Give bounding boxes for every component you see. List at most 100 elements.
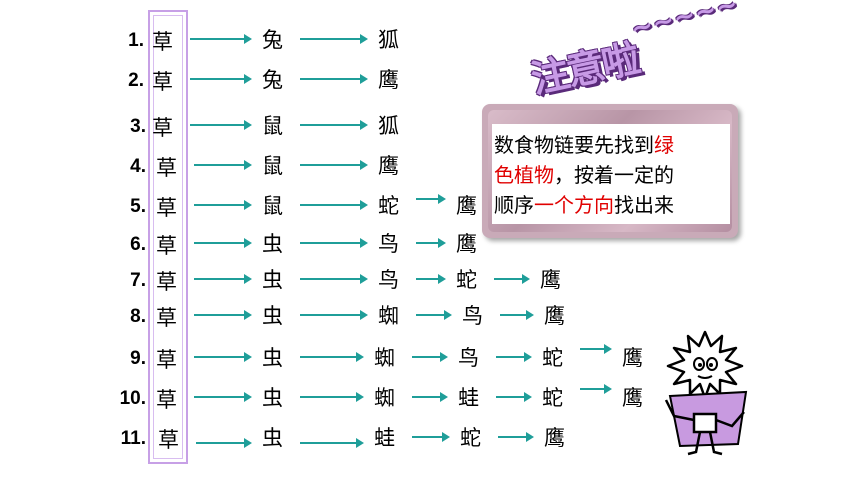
food-chain-arrow — [500, 310, 534, 320]
organism-label: 鸟 — [378, 232, 399, 256]
headline-tildes: ~~~~~ — [627, 0, 741, 45]
organism-label: 蜘 — [374, 386, 395, 410]
food-chain-arrow — [194, 274, 252, 284]
organism-label: 狐 — [378, 114, 399, 138]
food-chain-arrow — [194, 310, 252, 320]
organism-label: 蜘 — [378, 304, 399, 328]
food-chain-arrow — [496, 392, 532, 402]
note-line1-b: 绿 — [654, 133, 674, 157]
chain-number: 9. — [130, 348, 146, 369]
organism-label: 蛇 — [542, 386, 563, 410]
organism-label: 虫 — [262, 268, 283, 292]
producer-grass: 草 — [156, 348, 177, 372]
food-chain-arrow — [300, 120, 368, 130]
chain-number: 6. — [130, 234, 146, 255]
organism-label: 蜘 — [374, 346, 395, 370]
organism-label: 鸟 — [462, 304, 483, 328]
food-chain-arrow — [196, 438, 252, 448]
food-chain-arrow — [300, 310, 368, 320]
food-chain-arrow — [300, 238, 368, 248]
producer-grass: 草 — [156, 234, 177, 258]
headline-title: 注意啦 — [527, 36, 643, 102]
food-chain-arrow — [194, 352, 252, 362]
chain-number: 4. — [130, 156, 146, 177]
organism-label: 蛙 — [458, 386, 479, 410]
producer-grass: 草 — [152, 116, 173, 140]
organism-label: 蛙 — [374, 426, 395, 450]
producer-grass: 草 — [152, 70, 173, 94]
food-chain-arrow — [190, 74, 252, 84]
note-line3-c: 找出来 — [614, 193, 674, 217]
food-chain-arrow — [300, 74, 368, 84]
food-chain-arrow — [412, 392, 448, 402]
producer-grass: 草 — [156, 196, 177, 220]
organism-label: 蛇 — [378, 194, 399, 218]
note-text: 数食物链要先找到绿 色植物，按着一定的 顺序一个方向找出来 — [494, 130, 734, 220]
food-chain-arrow — [190, 34, 252, 44]
chain-number: 5. — [130, 196, 146, 217]
food-chain-arrow — [416, 194, 446, 204]
note-line3-a: 顺序 — [494, 193, 534, 217]
note-line2-a: 色植物 — [494, 163, 554, 187]
organism-label: 虫 — [262, 426, 283, 450]
organism-label: 虫 — [262, 304, 283, 328]
food-chain-arrow — [494, 274, 530, 284]
note-line2-b: ，按着一定的 — [554, 163, 674, 187]
food-chain-arrow — [580, 344, 612, 354]
organism-label: 鹰 — [378, 68, 399, 92]
organism-label: 鹰 — [456, 194, 477, 218]
chain-number: 3. — [130, 116, 146, 137]
note-line3-b: 一个方向 — [534, 193, 614, 217]
food-chain-arrow — [194, 200, 252, 210]
organism-label: 鼠 — [262, 114, 283, 138]
food-chain-arrow — [300, 34, 368, 44]
producer-grass: 草 — [158, 428, 179, 452]
producer-grass: 草 — [156, 306, 177, 330]
chain-number: 2. — [128, 70, 144, 91]
chain-number: 11. — [120, 428, 146, 449]
organism-label: 鹰 — [378, 154, 399, 178]
cartoon-character-icon — [664, 330, 748, 456]
note-panel — [492, 124, 730, 224]
producer-grass: 草 — [152, 30, 173, 54]
chain-number: 7. — [130, 270, 146, 291]
organism-label: 蛇 — [460, 426, 481, 450]
food-chain-arrow — [194, 238, 252, 248]
producer-grass: 草 — [156, 270, 177, 294]
producer-grass: 草 — [156, 156, 177, 180]
organism-label: 鹰 — [544, 426, 565, 450]
organism-label: 鹰 — [456, 232, 477, 256]
producer-grass: 草 — [156, 388, 177, 412]
organism-label: 狐 — [378, 28, 399, 52]
organism-label: 鼠 — [262, 154, 283, 178]
food-chain-arrow — [416, 274, 446, 284]
food-chain-arrow — [190, 120, 252, 130]
food-chain-arrow — [300, 438, 364, 448]
chain-number: 1. — [128, 30, 144, 51]
organism-label: 鼠 — [262, 194, 283, 218]
organism-label: 虫 — [262, 232, 283, 256]
food-chain-arrow — [194, 392, 252, 402]
food-chain-arrow — [496, 352, 532, 362]
food-chain-arrow — [416, 238, 446, 248]
food-chain-arrow — [300, 160, 368, 170]
organism-label: 鹰 — [622, 346, 643, 370]
organism-label: 兔 — [262, 68, 283, 92]
note-line1-a: 数食物链要先找到 — [494, 133, 654, 157]
food-chain-arrow — [412, 352, 448, 362]
food-chain-arrow — [498, 432, 534, 442]
organism-label: 鸟 — [458, 346, 479, 370]
organism-label: 蛇 — [542, 346, 563, 370]
food-chain-arrow — [300, 274, 368, 284]
organism-label: 鹰 — [622, 386, 643, 410]
food-chain-arrow — [412, 432, 450, 442]
note-box: 数食物链要先找到绿 色植物，按着一定的 顺序一个方向找出来 — [482, 104, 738, 238]
chain-number: 8. — [130, 306, 146, 327]
food-chain-arrow — [580, 384, 612, 394]
food-chain-arrow — [300, 392, 364, 402]
organism-label: 蛇 — [456, 268, 477, 292]
food-chain-arrow — [416, 310, 452, 320]
organism-label: 鹰 — [540, 268, 561, 292]
grass-column-frame — [148, 10, 188, 464]
organism-label: 虫 — [262, 386, 283, 410]
